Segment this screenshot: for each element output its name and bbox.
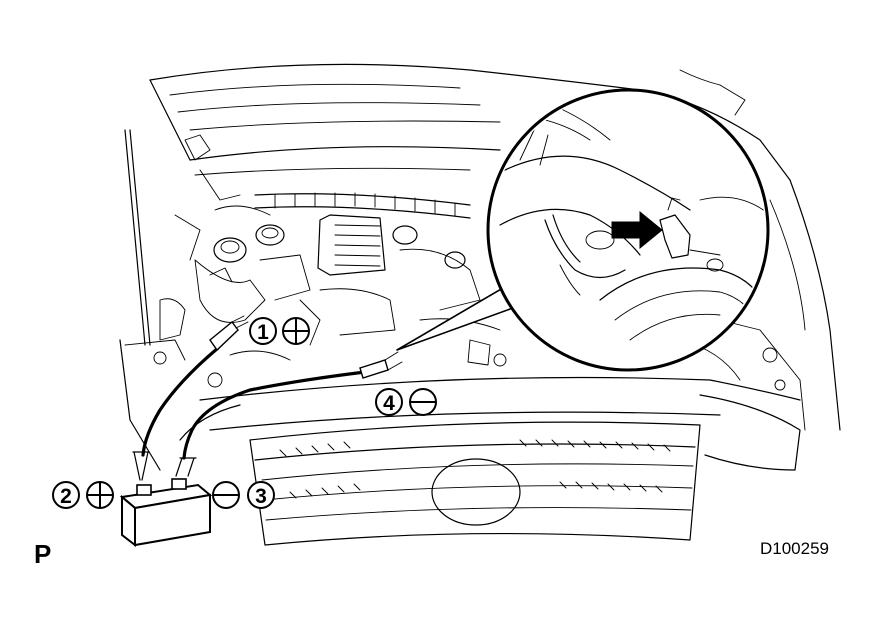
corner-letter: P xyxy=(34,539,51,569)
step-2-callout: 2 xyxy=(52,481,114,509)
figure-code: D100259 xyxy=(760,539,829,558)
plus-icon xyxy=(282,317,310,345)
battery-icon xyxy=(119,451,213,548)
step-4-callout: 4 xyxy=(375,388,437,416)
fender-left xyxy=(119,339,186,471)
ground-bolt-arrow-icon xyxy=(611,210,663,250)
cowl-left xyxy=(174,134,271,261)
step-1-callout: 1 xyxy=(249,317,310,345)
step-3-callout: 3 xyxy=(212,481,275,509)
step-3-number: 3 xyxy=(255,485,267,508)
fender-right xyxy=(679,179,841,431)
positive-jumper-cable xyxy=(141,346,220,457)
hood-outline xyxy=(149,63,791,181)
minus-icon xyxy=(212,481,240,509)
step-2-number: 2 xyxy=(60,485,72,508)
jumper-clamp-icon xyxy=(209,315,249,352)
minus-icon xyxy=(409,388,437,416)
plus-icon xyxy=(86,481,114,509)
detail-magnifier-icon xyxy=(396,88,770,372)
step-4-number: 4 xyxy=(383,392,395,415)
negative-jumper-cable xyxy=(182,370,367,460)
engine-bay xyxy=(159,192,507,388)
hood-prop-rod xyxy=(124,129,151,346)
step-1-number: 1 xyxy=(257,321,269,344)
front-fascia xyxy=(179,376,801,546)
jumper-clamp-icon xyxy=(359,351,403,379)
